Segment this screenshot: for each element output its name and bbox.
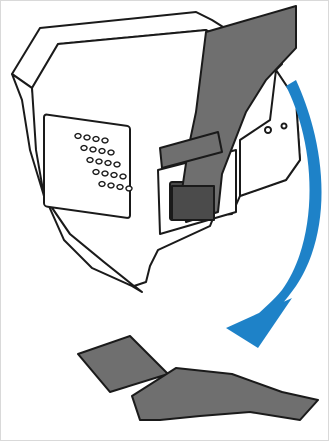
illustration-stage xyxy=(0,0,329,441)
image-frame xyxy=(0,0,329,441)
